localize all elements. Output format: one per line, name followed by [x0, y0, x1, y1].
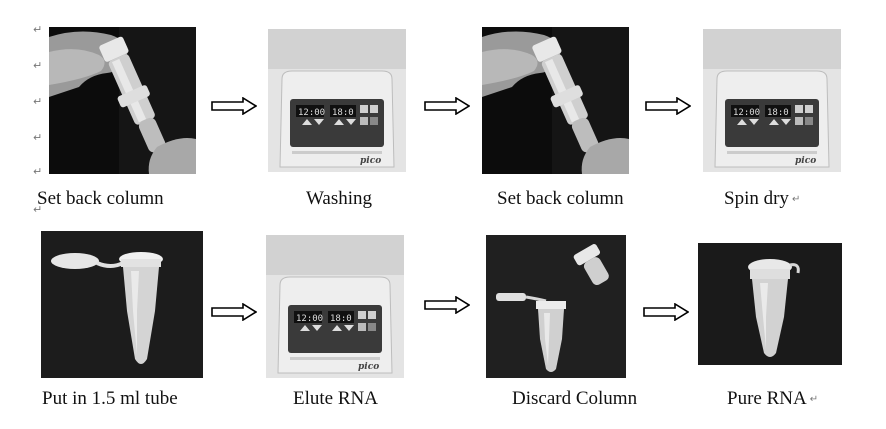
paragraph-mark: ↵ [33, 23, 43, 36]
right-hollow-arrow-icon [645, 97, 691, 115]
photo-hand-holding-column [49, 27, 196, 174]
centrifuge-display-speed: 18:0 [332, 108, 354, 118]
centrifuge-display-time: 12:00 [733, 108, 760, 118]
centrifuge-display-time: 12:00 [298, 108, 325, 118]
centrifuge-brand: pico [358, 362, 379, 372]
caption-step-2: Washing [306, 188, 373, 209]
paragraph-mark: ↵ [33, 59, 43, 72]
centrifuge-display-speed: 18:0 [330, 314, 352, 324]
photo-open-tube [41, 231, 203, 378]
right-hollow-arrow-icon [643, 303, 689, 321]
caption-step-5: Put in 1.5 ml tube [42, 388, 178, 409]
photo-centrifuge: 12:00 18:0 pico [268, 29, 406, 172]
caption-step-6: Elute RNA [293, 388, 378, 409]
photo-hand-holding-column [482, 27, 629, 174]
centrifuge-display-time: 12:00 [296, 314, 323, 324]
right-hollow-arrow-icon [424, 97, 470, 115]
caption-step-7: Discard Column [512, 388, 638, 409]
centrifuge-brand: pico [795, 156, 816, 166]
paragraph-mark: ↵ [33, 203, 43, 216]
photo-centrifuge: 12:00 18:0 pico [703, 29, 841, 172]
photo-closed-tube [698, 243, 842, 365]
paragraph-mark: ↵ [809, 393, 819, 405]
photo-centrifuge: 12:00 18:0 pico [266, 235, 404, 378]
paragraph-mark: ↵ [791, 193, 801, 205]
caption-step-3: Set back column [497, 188, 624, 209]
caption-step-8: Pure RNA↵ [727, 388, 819, 409]
right-hollow-arrow-icon [211, 303, 257, 321]
paragraph-mark: ↵ [33, 95, 43, 108]
caption-step-1: Set back column [37, 188, 164, 209]
right-hollow-arrow-icon [424, 296, 470, 314]
paragraph-mark: ↵ [33, 165, 43, 178]
centrifuge-display-speed: 18:0 [767, 108, 789, 118]
caption-step-4: Spin dry↵ [724, 188, 801, 209]
right-hollow-arrow-icon [211, 97, 257, 115]
paragraph-mark: ↵ [33, 131, 43, 144]
photo-tube-and-column [486, 235, 626, 378]
centrifuge-brand: pico [360, 156, 381, 166]
